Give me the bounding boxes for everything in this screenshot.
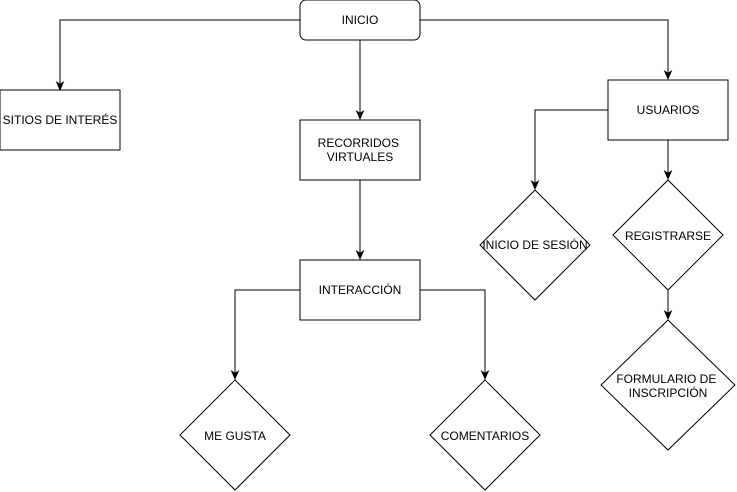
node-registrarse-label: REGISTRARSE — [625, 229, 711, 243]
node-formulario-de-inscripcion[interactable]: FORMULARIO DE INSCRIPCIÓN — [600, 319, 736, 451]
node-comentarios[interactable]: COMENTARIOS — [429, 379, 541, 491]
node-inicio-sesion-label: INICIO DE SESIÓN — [482, 237, 587, 252]
edge-interaccion-comentarios — [420, 289, 485, 379]
node-comentarios-label: COMENTARIOS — [441, 429, 529, 443]
node-formulario-label: FORMULARIO DE INSCRIPCIÓN — [616, 372, 719, 400]
edge-inicio-usuarios — [420, 19, 668, 79]
node-sitios-de-interes[interactable]: SITIOS DE INTERÉS — [0, 89, 121, 151]
node-registrarse[interactable]: REGISTRARSE — [612, 179, 724, 291]
node-inicio[interactable]: INICIO — [299, 0, 421, 41]
edges — [60, 19, 668, 379]
node-recorridos-label: RECORRIDOS VIRTUALES — [318, 136, 403, 164]
edge-inicio-sitios — [60, 19, 300, 90]
node-usuarios-label: USUARIOS — [637, 103, 700, 117]
node-me-gusta[interactable]: ME GUSTA — [179, 379, 291, 491]
node-interaccion[interactable]: INTERACCIÓN — [299, 259, 421, 321]
node-inicio-de-sesion[interactable]: INICIO DE SESIÓN — [479, 189, 591, 301]
node-sitios-label: SITIOS DE INTERÉS — [3, 112, 118, 127]
node-usuarios[interactable]: USUARIOS — [607, 79, 729, 141]
node-recorridos-virtuales[interactable]: RECORRIDOS VIRTUALES — [299, 119, 421, 181]
edge-usuarios-iniciosesion — [535, 109, 608, 189]
node-interaccion-label: INTERACCIÓN — [319, 282, 402, 297]
node-me-gusta-label: ME GUSTA — [204, 429, 266, 443]
edge-interaccion-megusta — [235, 289, 300, 379]
node-inicio-label: INICIO — [342, 13, 379, 27]
